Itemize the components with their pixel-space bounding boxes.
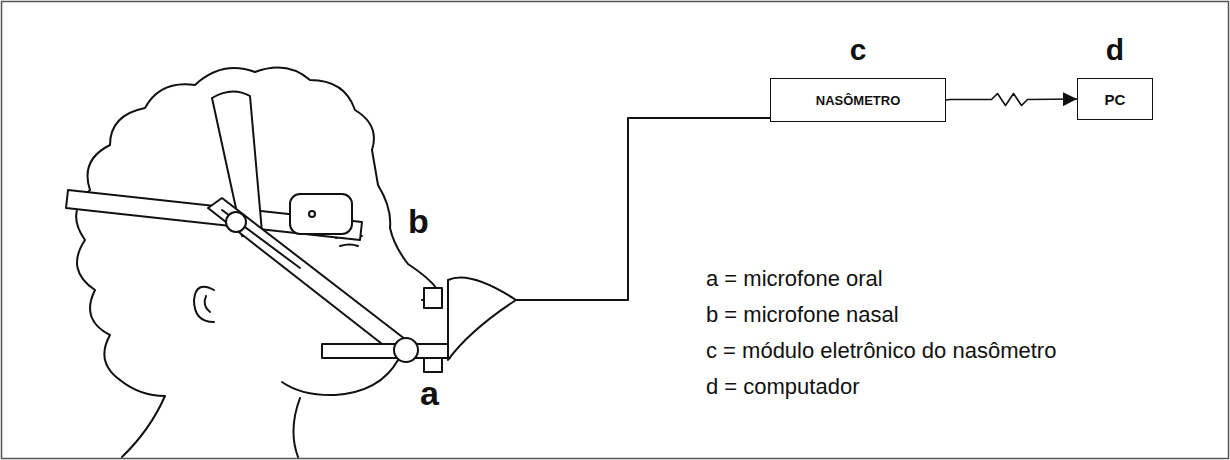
microphone-holder <box>424 358 442 372</box>
ear <box>194 287 214 322</box>
signal-arrow <box>946 94 1077 106</box>
node-label: PC <box>1105 91 1126 108</box>
head-strap <box>66 190 362 240</box>
neck <box>120 380 300 457</box>
rod-knob <box>226 212 246 232</box>
legend-line: d = computador <box>706 374 859 400</box>
pad-screw <box>309 211 315 217</box>
node-letter: d <box>1106 33 1124 67</box>
device-box: cNASÔMETRO <box>770 78 946 122</box>
chin <box>282 360 398 395</box>
computer-box: dPC <box>1077 78 1153 120</box>
support-rod <box>208 198 414 358</box>
rear-pad <box>290 194 352 234</box>
mask-horn <box>448 278 516 361</box>
rod-slot <box>222 210 300 268</box>
face-profile <box>372 150 440 300</box>
node-label: NASÔMETRO <box>816 93 901 108</box>
legend-line: c = módulo eletrônico do nasômetro <box>706 338 1056 364</box>
rod-knob <box>394 338 418 362</box>
node-letter: c <box>850 33 867 67</box>
callout-letter: a <box>420 374 439 413</box>
mouth-plate <box>322 344 450 358</box>
legend-line: b = microfone nasal <box>706 302 899 328</box>
callout-letter: b <box>408 202 429 241</box>
microphone-holder <box>424 288 442 308</box>
legend-line: a = microfone oral <box>706 266 883 292</box>
